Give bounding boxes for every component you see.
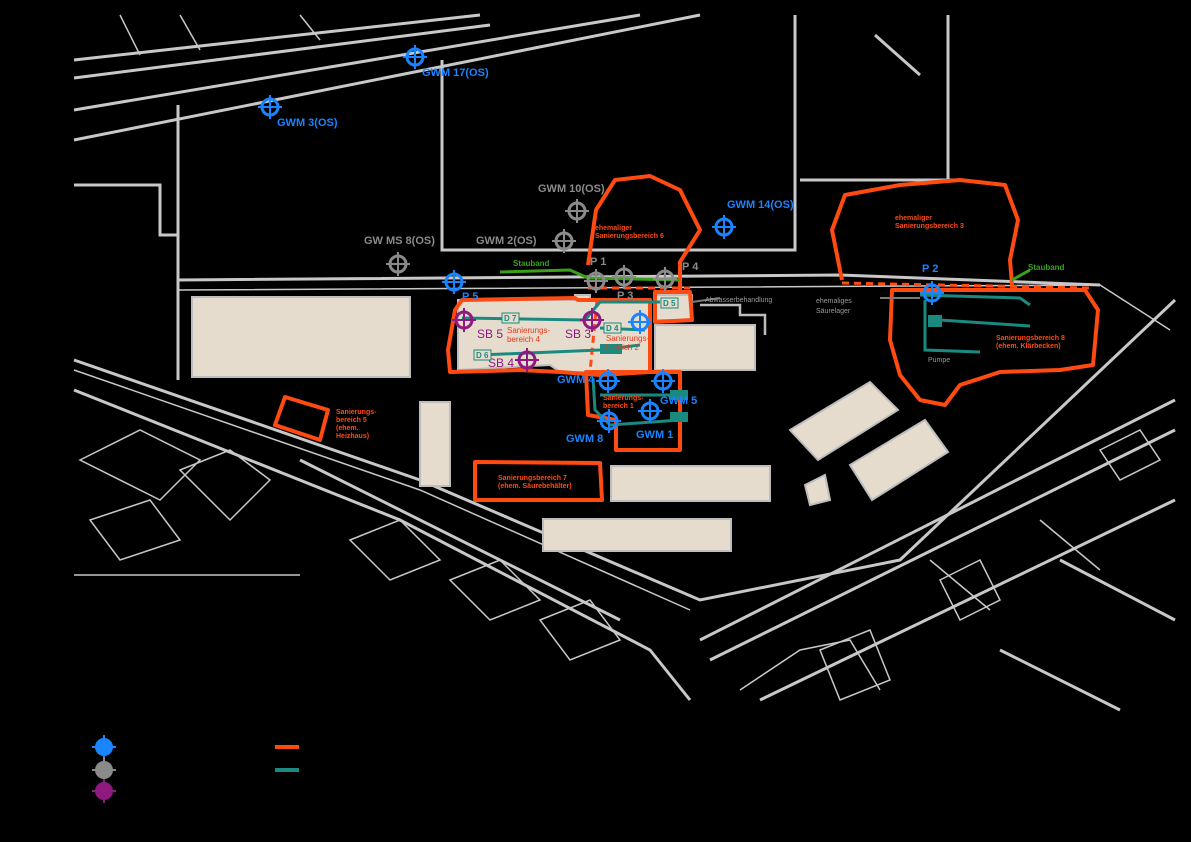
building [610,465,771,502]
annotation: Pumpe [928,357,950,364]
barrier-label: Stauband [1028,263,1065,272]
legend-line-remediation [275,745,299,749]
monitoring-well-icon [442,270,466,294]
zone-label: ehemaliger [895,215,932,222]
well-label: GWM 1 [636,429,673,441]
well-label: P 2 [922,263,938,275]
zone-label: Sanierungs- [606,334,649,343]
monitoring-well-icon [597,409,621,433]
zone-3 [830,178,1020,286]
cadastral-lines [73,13,1177,712]
monitoring-well-icon [628,310,652,334]
annotation: ehemaliges [816,298,852,305]
monitoring-well-icon [258,95,282,119]
building [542,518,732,552]
boring-label: SB 5 [477,327,503,341]
building [848,418,950,502]
zone-1 [584,370,682,452]
annotation: Säurelager [816,308,851,315]
well-label: GWM 14(OS) [727,199,794,211]
well-label: GWM 3(OS) [277,117,338,129]
well-label: GWM 5 [660,395,697,407]
well-label: GWM 2(OS) [476,235,537,247]
well-label: GW MS 8(OS) [364,235,435,247]
zone-label: Sanierungs- [336,409,377,416]
zone-label: bereich 1 [603,403,634,410]
zone-label: (ehem. Säurebehälter) [498,483,572,490]
monitoring-well-icon [612,265,636,289]
remediation-zones [273,174,1100,502]
soil-boring-icon [580,308,604,332]
zone-8 [888,288,1100,407]
well-label: P 4 [682,261,699,273]
soil-boring-icon [452,308,476,332]
zone-label: Sanierungsbereich 6 [595,233,664,240]
zone-label: Sanierungs- [603,395,644,402]
legend-line-drainage [275,768,299,772]
barrier-label: Stauband [513,259,550,268]
well-label: GWM 10(OS) [538,183,605,195]
zone-boundary [588,281,1091,290]
monitoring-well-icon [712,215,736,239]
well-label: GWM 17(OS) [422,67,489,79]
zone-label: bereich 4 [507,335,540,344]
zone-d5 [653,290,694,324]
legend-well-blue-icon [92,735,116,759]
building [788,380,900,462]
drain-tags: D 4 D 5 D 6 D 7 [473,297,679,361]
monitoring-well-icon [386,252,410,276]
monitoring-well-icon [584,269,608,293]
soil-boring-icon [515,348,539,372]
monitoring-well-icon [638,399,662,423]
boring-label: SB 3 [565,327,591,341]
zone-6 [586,174,702,290]
legend-well-grey-icon [92,758,116,782]
monitoring-well-icon [403,45,427,69]
zone-label: bereich 5 [336,417,367,424]
barrier-line [499,268,681,282]
zone-4 [446,296,652,377]
legend-boring-icon [92,779,116,803]
map-labels: GWM 17(OS) GWM 3(OS) GWM 14(OS) P 2 P 5 … [277,67,1065,490]
zone-label: Sanierungs- [507,326,550,335]
monitoring-well-icon [596,369,620,393]
zone-label: Sanierungsbereich 7 [498,475,567,482]
zone-label: (ehem. [336,425,359,432]
well-label: P 5 [462,291,478,303]
zone-5 [273,395,330,442]
drain-label: D 5 [663,299,676,308]
barrier-line [1011,268,1031,282]
building [803,473,832,507]
legend [92,735,299,803]
building [654,324,756,371]
well-label: P 1 [590,256,606,268]
drain-label: D 6 [476,351,489,360]
monitoring-well-icon [653,267,677,291]
drain-label: D 7 [504,314,517,323]
zone-label: (ehem. Klärbecken) [996,343,1061,350]
zone-label: bereich 2 [606,343,639,352]
zone-label: Sanierungsbereich 3 [895,223,964,230]
well-label: P 3 [617,290,633,302]
annotation: Abwasserbehandlung [705,297,772,304]
monitoring-well-icon [552,229,576,253]
building [191,296,411,378]
building [419,401,451,487]
zone-label: ehemaliger [595,225,632,232]
well-label: GWM 4 [557,374,595,386]
zone-label: Sanierungsbereich 8 [996,335,1065,342]
zone-label: Heizhaus) [336,433,369,440]
well-label: GWM 8 [566,433,603,445]
drain-label: D 4 [606,324,619,333]
boring-label: SB 4 [488,356,514,370]
monitoring-well-icon [565,199,589,223]
zone-7 [473,460,604,502]
monitoring-well-icon [920,281,944,305]
monitoring-well-icon [651,369,675,393]
